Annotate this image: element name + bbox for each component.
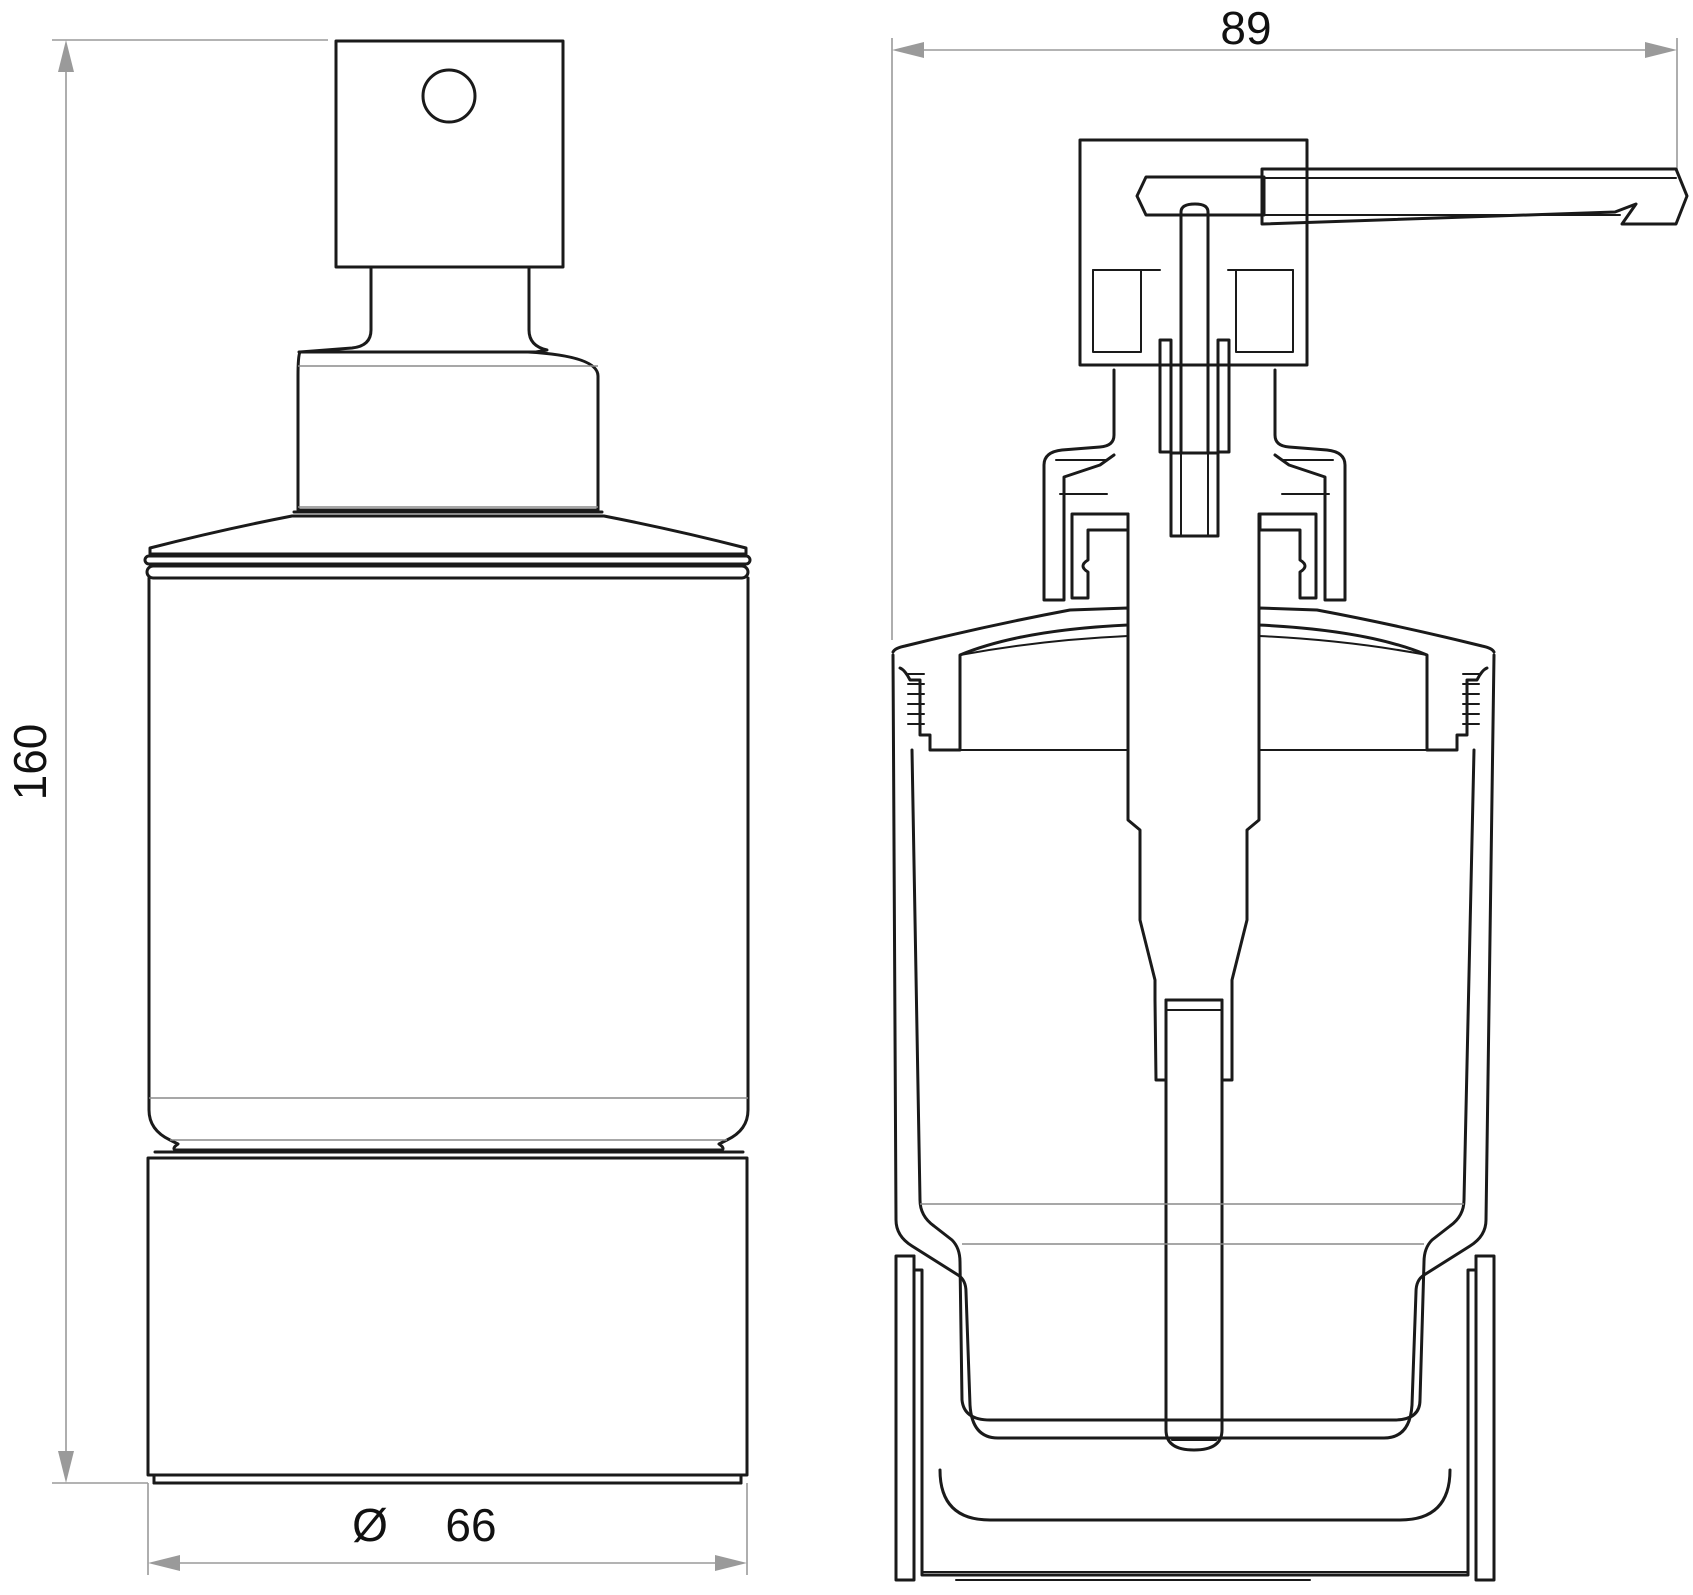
diameter-value: 66: [445, 1499, 496, 1551]
lid-threads-left: [907, 673, 925, 725]
lid-section-left: [891, 606, 1130, 752]
pump-neck: [297, 265, 549, 354]
lid-dome: [148, 514, 748, 556]
lid-ring-bottom: [145, 564, 750, 580]
pump-collar: [296, 350, 600, 512]
holder-right: [1474, 1254, 1496, 1582]
diameter-dimension: Ø 66: [147, 1483, 748, 1575]
diameter-symbol: Ø: [352, 1499, 388, 1551]
stem-block: [1169, 451, 1220, 538]
thread-right: [1258, 512, 1318, 600]
pump-stem-top: [1179, 202, 1210, 455]
holder-left: [894, 1254, 916, 1582]
spout: [1260, 167, 1689, 226]
depth-label: 89: [1220, 2, 1271, 54]
nozzle-hole: [421, 68, 477, 124]
glass-inner: [910, 748, 1476, 1422]
height-label: 160: [4, 724, 56, 801]
glass-outer: [891, 653, 1496, 1440]
height-arrow-top: [58, 40, 74, 72]
depth-arrow-left: [892, 42, 924, 58]
glass-body: [147, 576, 750, 1152]
diameter-arrow-right: [715, 1555, 747, 1571]
base-holder: [146, 1156, 749, 1477]
collar-left: [1042, 368, 1116, 602]
side-section-view: [891, 138, 1689, 1582]
lever-left: [1135, 175, 1266, 217]
height-arrow-bottom: [58, 1451, 74, 1483]
pump-housing: [1078, 138, 1309, 367]
holder-base: [938, 1468, 1452, 1522]
dip-tube: [1164, 998, 1224, 1452]
depth-dimension: 89: [891, 2, 1678, 640]
collar-right: [1273, 368, 1347, 602]
thread-left: [1070, 512, 1130, 600]
pump-body: [1126, 512, 1261, 1082]
front-view: [143, 39, 752, 1485]
lid-ring-top: [143, 554, 752, 566]
diameter-arrow-left: [148, 1555, 180, 1571]
depth-arrow-right: [1645, 42, 1677, 58]
holder-frame: [912, 1254, 1478, 1577]
height-dimension: 160: [4, 39, 328, 1484]
lid-threads-right: [1462, 673, 1480, 725]
lid-section-right: [1257, 606, 1496, 752]
pump-head: [334, 39, 565, 269]
